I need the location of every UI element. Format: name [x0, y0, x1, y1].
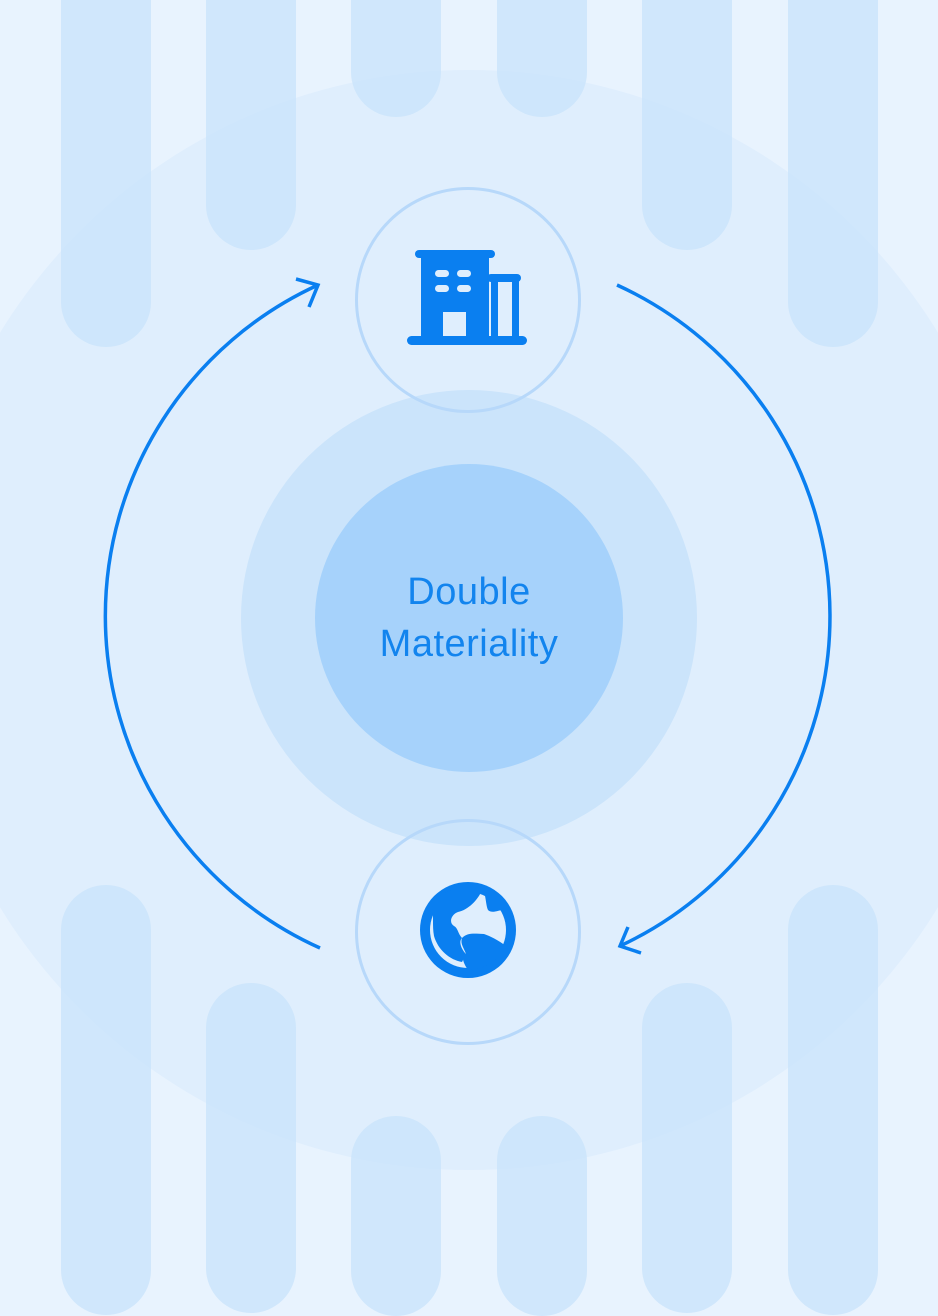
company-node: [355, 187, 581, 413]
inner-circle: [315, 464, 623, 772]
arrow-head-up-icon: [295, 277, 321, 308]
globe-icon: [418, 880, 518, 985]
building-icon: [407, 248, 529, 353]
decorative-pill: [206, 0, 296, 250]
cycle-arrows: [103, 277, 832, 955]
title-line-1: Double: [407, 571, 531, 613]
decorative-pill: [788, 0, 878, 347]
left-arc-arrow: [103, 283, 321, 950]
decorative-pill: [61, 885, 151, 1315]
right-arc-arrow: [616, 283, 832, 948]
decorative-pill: [642, 0, 732, 250]
double-materiality-diagram: Double Materiality: [61, 0, 878, 1316]
title-line-2: Materiality: [379, 623, 559, 665]
environment-node: [355, 819, 581, 1045]
decorative-pill: [788, 885, 878, 1315]
decorative-pill: [351, 0, 441, 117]
decorative-pill: [61, 0, 151, 347]
decorative-pill: [497, 0, 587, 117]
center-label: Double Materiality: [315, 464, 623, 772]
arrow-head-down-icon: [617, 926, 642, 955]
